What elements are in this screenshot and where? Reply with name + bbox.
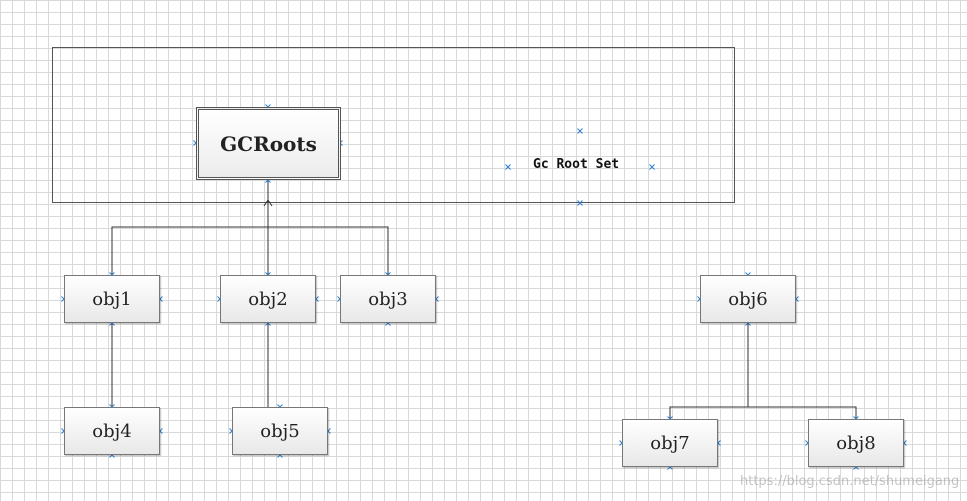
connection-handle-icon — [577, 200, 583, 206]
node-obj7[interactable]: obj7 — [622, 419, 718, 467]
node-obj2-label: obj2 — [248, 288, 288, 310]
watermark: https://blog.csdn.net/shumeigang — [740, 474, 960, 489]
arrow-head-root — [263, 199, 273, 207]
connection-handle-icon — [577, 128, 583, 134]
gcroots-label: GCRoots — [220, 131, 317, 156]
node-obj3-label: obj3 — [368, 288, 408, 310]
node-obj6-label: obj6 — [728, 288, 768, 310]
connector-root-obj1 — [111, 226, 268, 275]
connection-handle-icon — [649, 164, 655, 170]
node-obj1-label: obj1 — [92, 288, 132, 310]
node-obj4-label: obj4 — [92, 420, 132, 442]
node-obj2[interactable]: obj2 — [220, 275, 316, 323]
gcroots-node[interactable]: GCRoots — [196, 107, 341, 180]
node-obj1[interactable]: obj1 — [64, 275, 160, 323]
node-obj3[interactable]: obj3 — [340, 275, 436, 323]
node-obj8-label: obj8 — [836, 432, 876, 454]
connector-obj6-obj8 — [748, 406, 857, 419]
node-obj8[interactable]: obj8 — [808, 419, 904, 467]
connector-obj6-obj7 — [669, 406, 748, 419]
node-obj7-label: obj7 — [650, 432, 690, 454]
node-obj5[interactable]: obj5 — [232, 407, 328, 455]
node-obj6[interactable]: obj6 — [700, 275, 796, 323]
node-obj5-label: obj5 — [260, 420, 300, 442]
connector-root-obj3 — [268, 226, 389, 275]
gc-root-set-frame[interactable] — [52, 47, 735, 203]
gc-root-set-label: Gc Root Set — [533, 157, 620, 172]
connection-handle-icon — [505, 164, 511, 170]
node-obj4[interactable]: obj4 — [64, 407, 160, 455]
